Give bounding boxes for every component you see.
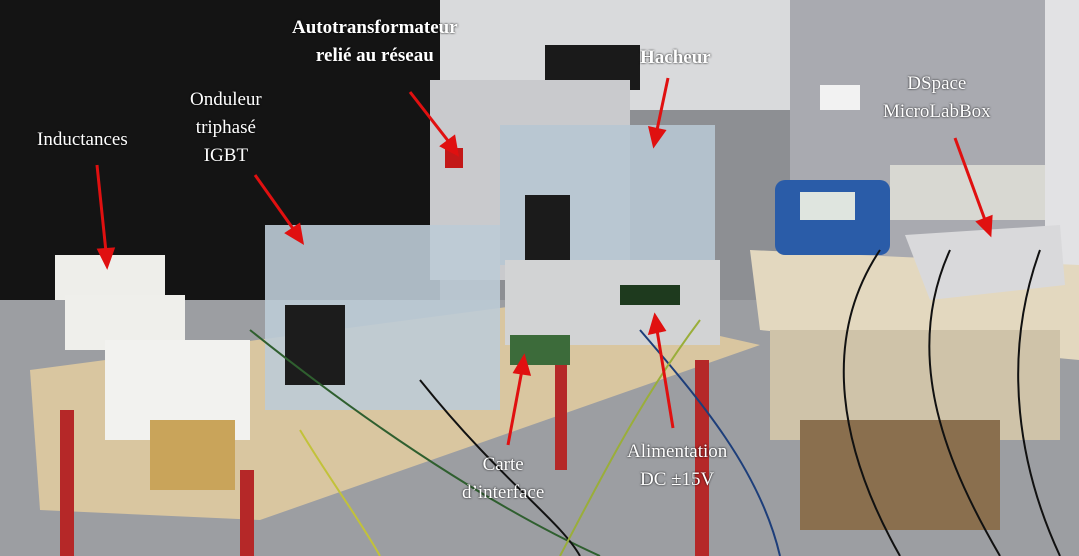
label-alimentation: Alimentation DC ±15V: [627, 438, 727, 494]
label-line: triphasé: [195, 117, 256, 138]
label-line: Alimentation: [627, 441, 728, 462]
label-line: MicroLabBox: [883, 101, 991, 122]
label-autotransformateur: Autotransformateur relié au réseau: [292, 14, 458, 70]
label-carte-interface: Carte d’interface: [462, 451, 544, 507]
label-line: Carte: [482, 454, 524, 475]
dc-power-supply: [505, 260, 720, 345]
label-inductances: Inductances: [37, 129, 128, 150]
interface-card: [510, 335, 570, 365]
label-line: d’interface: [462, 482, 545, 503]
label-line: Onduleur: [190, 89, 262, 110]
label-line: Autotransformateur: [292, 17, 458, 38]
label-line: DSpace: [907, 73, 967, 94]
cardboard-box: [800, 420, 1000, 530]
label-line: IGBT: [203, 145, 249, 166]
label-line: relié au réseau: [315, 45, 434, 66]
inductor-1: [55, 255, 165, 300]
annotation-arrows: [95, 77, 993, 446]
label-hacheur: Hacheur: [640, 47, 711, 68]
label-dspace: DSpace MicroLabBox: [883, 70, 991, 126]
label-line: DC ±15V: [639, 469, 715, 490]
label-onduleur: Onduleur triphasé IGBT: [190, 86, 262, 170]
dspace-box: [905, 225, 1065, 300]
